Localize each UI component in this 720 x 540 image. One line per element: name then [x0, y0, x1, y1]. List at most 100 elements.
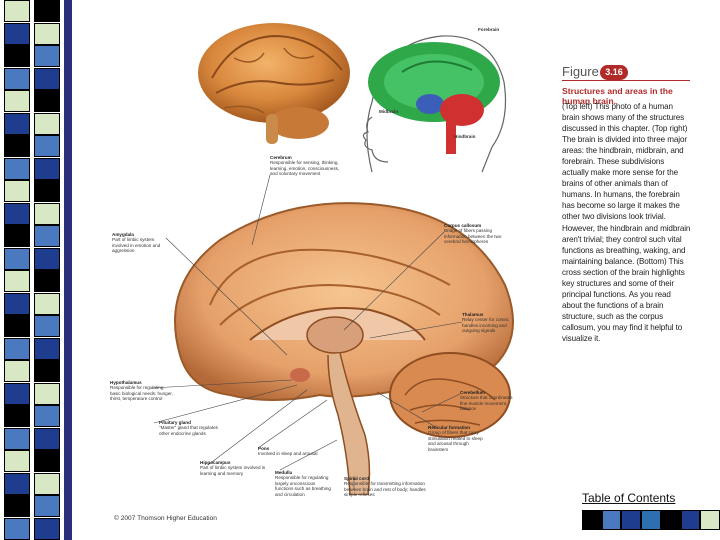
bottom-bar-cell [660, 510, 681, 530]
strip-cell [4, 337, 30, 360]
strip-cell [4, 247, 30, 270]
cerebellum-title: Cerebellum [460, 390, 486, 395]
strip-cell [4, 225, 30, 247]
amygdala-desc: Part of limbic system involved in emotio… [112, 237, 161, 254]
figure-rule [562, 80, 690, 81]
strip-cell [4, 472, 30, 495]
cerebrum-annotation: Cerebrum Responsible for sensing, thinki… [270, 155, 346, 177]
strip-cell [34, 315, 60, 337]
strip-cell [34, 292, 60, 315]
strip-cell [4, 495, 30, 517]
strip-cell [4, 112, 30, 135]
brain-photo-image [198, 23, 350, 144]
strip-cell [4, 45, 30, 67]
strip-cell [4, 90, 30, 112]
hypothalamus-annotation: Hypothalamus Responsible for regulating … [110, 380, 174, 402]
strip-cell [34, 270, 60, 292]
pituitary-title: Pituitary gland [159, 420, 191, 425]
strip-cell [34, 67, 60, 90]
pons-desc: Involved in sleep and arousal [258, 451, 318, 457]
reticular-desc: Group of fibers that carry stimulation r… [428, 430, 483, 452]
strip-cell [4, 67, 30, 90]
strip-cell [4, 382, 30, 405]
strip-cell [34, 495, 60, 517]
strip-cell [4, 405, 30, 427]
thalamus-annotation: Thalamus Relay center for cortex; handle… [462, 312, 518, 334]
bottom-bar-cell [601, 510, 622, 530]
medulla-title: Medulla [275, 470, 293, 475]
reticular-formation-annotation: Reticular formation Group of fibers that… [428, 425, 484, 452]
thalamus-desc: Relay center for cortex; handles incomin… [462, 317, 510, 334]
table-of-contents-link[interactable]: Table of Contents [582, 491, 676, 505]
pons-annotation: Pons Involved in sleep and arousal [258, 446, 320, 457]
spinal-desc: Responsible for transmitting information… [344, 481, 426, 498]
head-diagram-image [362, 35, 507, 173]
strip-cell [4, 450, 30, 472]
strip-cell [4, 180, 30, 202]
reticular-title: Reticular formation [428, 425, 471, 430]
strip-cell [34, 450, 60, 472]
cerebrum-title: Cerebrum [270, 155, 292, 160]
bottom-bar-cell [680, 510, 701, 530]
medulla-annotation: Medulla Responsible for regulating large… [275, 470, 331, 497]
cerebrum-desc: Responsible for sensing, thinking, learn… [270, 160, 340, 177]
corpus-desc: Bridge of fibers passing information bet… [444, 228, 502, 245]
strip-cell [4, 135, 30, 157]
bottom-bar-cell [621, 510, 642, 530]
pituitary-desc: "Master" gland that regulates other endo… [159, 425, 218, 436]
bottom-color-bar [582, 510, 720, 530]
midbrain-label: Midbrain [379, 109, 399, 114]
strip-cell [34, 405, 60, 427]
strip-cell [4, 270, 30, 292]
medulla-desc: Responsible for regulating largely uncon… [275, 475, 331, 497]
strip-cell [34, 22, 60, 45]
bottom-bar-cell [582, 510, 602, 530]
pituitary-annotation: Pituitary gland "Master" gland that regu… [159, 420, 223, 436]
hypothalamus-desc: Responsible for regulating basic biologi… [110, 385, 173, 402]
strip-cell [4, 292, 30, 315]
strip-cell [34, 427, 60, 450]
strip-cell [34, 202, 60, 225]
hippocampus-desc: Part of limbic system involved in learni… [200, 465, 266, 476]
hippocampus-annotation: Hippocampus Part of limbic system involv… [200, 460, 266, 476]
thalamus-title: Thalamus [462, 312, 484, 317]
cerebellum-desc: Structure that coordinates fine muscle m… [460, 395, 513, 412]
strip-cell [34, 360, 60, 382]
strip-cell [34, 517, 60, 540]
strip-cell [4, 157, 30, 180]
spinal-title: Spinal cord [344, 476, 370, 481]
strip-cell [4, 427, 30, 450]
strip-cell [4, 22, 30, 45]
copyright-text: © 2007 Thomson Higher Education [114, 515, 217, 522]
strip-tail [64, 0, 72, 540]
side-strip [0, 0, 92, 540]
hindbrain-label: Hindbrain [454, 134, 476, 139]
strip-cell [4, 0, 30, 22]
strip-cell [34, 0, 60, 22]
strip-cell [34, 90, 60, 112]
strip-cell [4, 360, 30, 382]
strip-cell [4, 202, 30, 225]
corpus-callosum-annotation: Corpus callosum Bridge of fibers passing… [444, 223, 506, 245]
strip-cell [34, 157, 60, 180]
strip-cell [4, 315, 30, 337]
strip-cell [34, 112, 60, 135]
amygdala-annotation: Amygdala Part of limbic system involved … [112, 232, 168, 254]
strip-cell [34, 382, 60, 405]
figure-caption: (Top left) This photo of a human brain s… [562, 102, 691, 343]
strip-cell [34, 45, 60, 67]
strip-cell [34, 247, 60, 270]
strip-cell [4, 517, 30, 540]
strip-cell [34, 472, 60, 495]
amygdala-title: Amygdala [112, 232, 134, 237]
pons-title: Pons [258, 446, 270, 451]
hypothalamus-title: Hypothalamus [110, 380, 142, 385]
strip-cell [34, 225, 60, 247]
figure-label: Figure [562, 64, 599, 79]
strip-cell [34, 180, 60, 202]
bottom-bar-cell [641, 510, 661, 530]
bottom-bar-cell [700, 510, 720, 530]
hippocampus-title: Hippocampus [200, 460, 231, 465]
strip-cell [34, 135, 60, 157]
cerebellum-annotation: Cerebellum Structure that coordinates fi… [460, 390, 514, 412]
